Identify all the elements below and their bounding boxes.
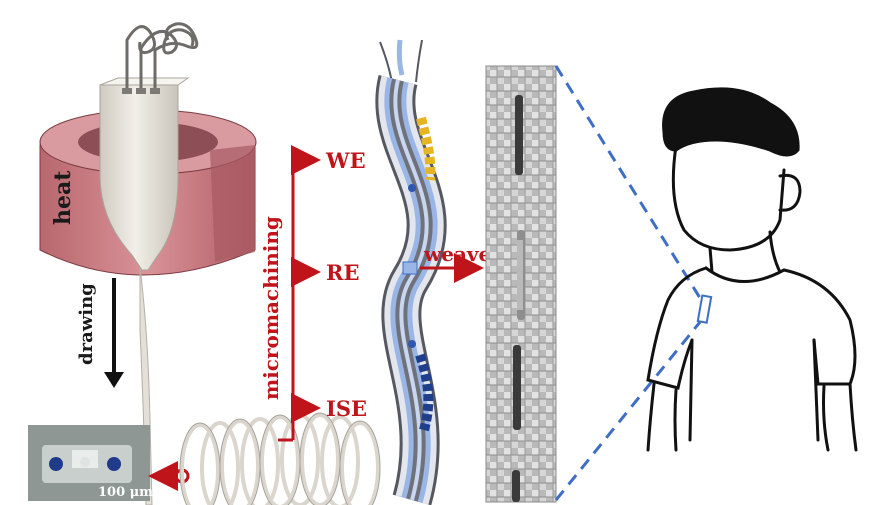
drawing-arrow bbox=[104, 278, 124, 388]
heat-label: heat bbox=[50, 170, 76, 225]
multifunctional-fiber-icon bbox=[375, 39, 447, 505]
zoom-lines bbox=[554, 65, 702, 501]
ise-segment bbox=[415, 353, 434, 432]
re-window bbox=[402, 261, 418, 275]
scale-bar-label: 100 μm bbox=[98, 485, 153, 500]
cross-section-micrograph bbox=[28, 425, 150, 501]
woven-fabric-photo bbox=[485, 65, 557, 503]
wearable-sensor-patch bbox=[696, 294, 713, 324]
drawing-label: drawing bbox=[76, 283, 97, 365]
ise-via bbox=[408, 340, 416, 348]
micromachining-label: micromachining bbox=[259, 216, 283, 400]
person-wearing-shirt-icon bbox=[646, 87, 858, 452]
ise-label: ISE bbox=[326, 396, 367, 421]
re-label: RE bbox=[326, 260, 359, 285]
we-via bbox=[408, 184, 416, 192]
we-segment bbox=[416, 116, 436, 181]
weave-label: weave bbox=[423, 242, 491, 266]
fiber-coil bbox=[180, 413, 380, 505]
we-label: WE bbox=[325, 148, 366, 173]
micromachining-branch bbox=[278, 145, 321, 442]
